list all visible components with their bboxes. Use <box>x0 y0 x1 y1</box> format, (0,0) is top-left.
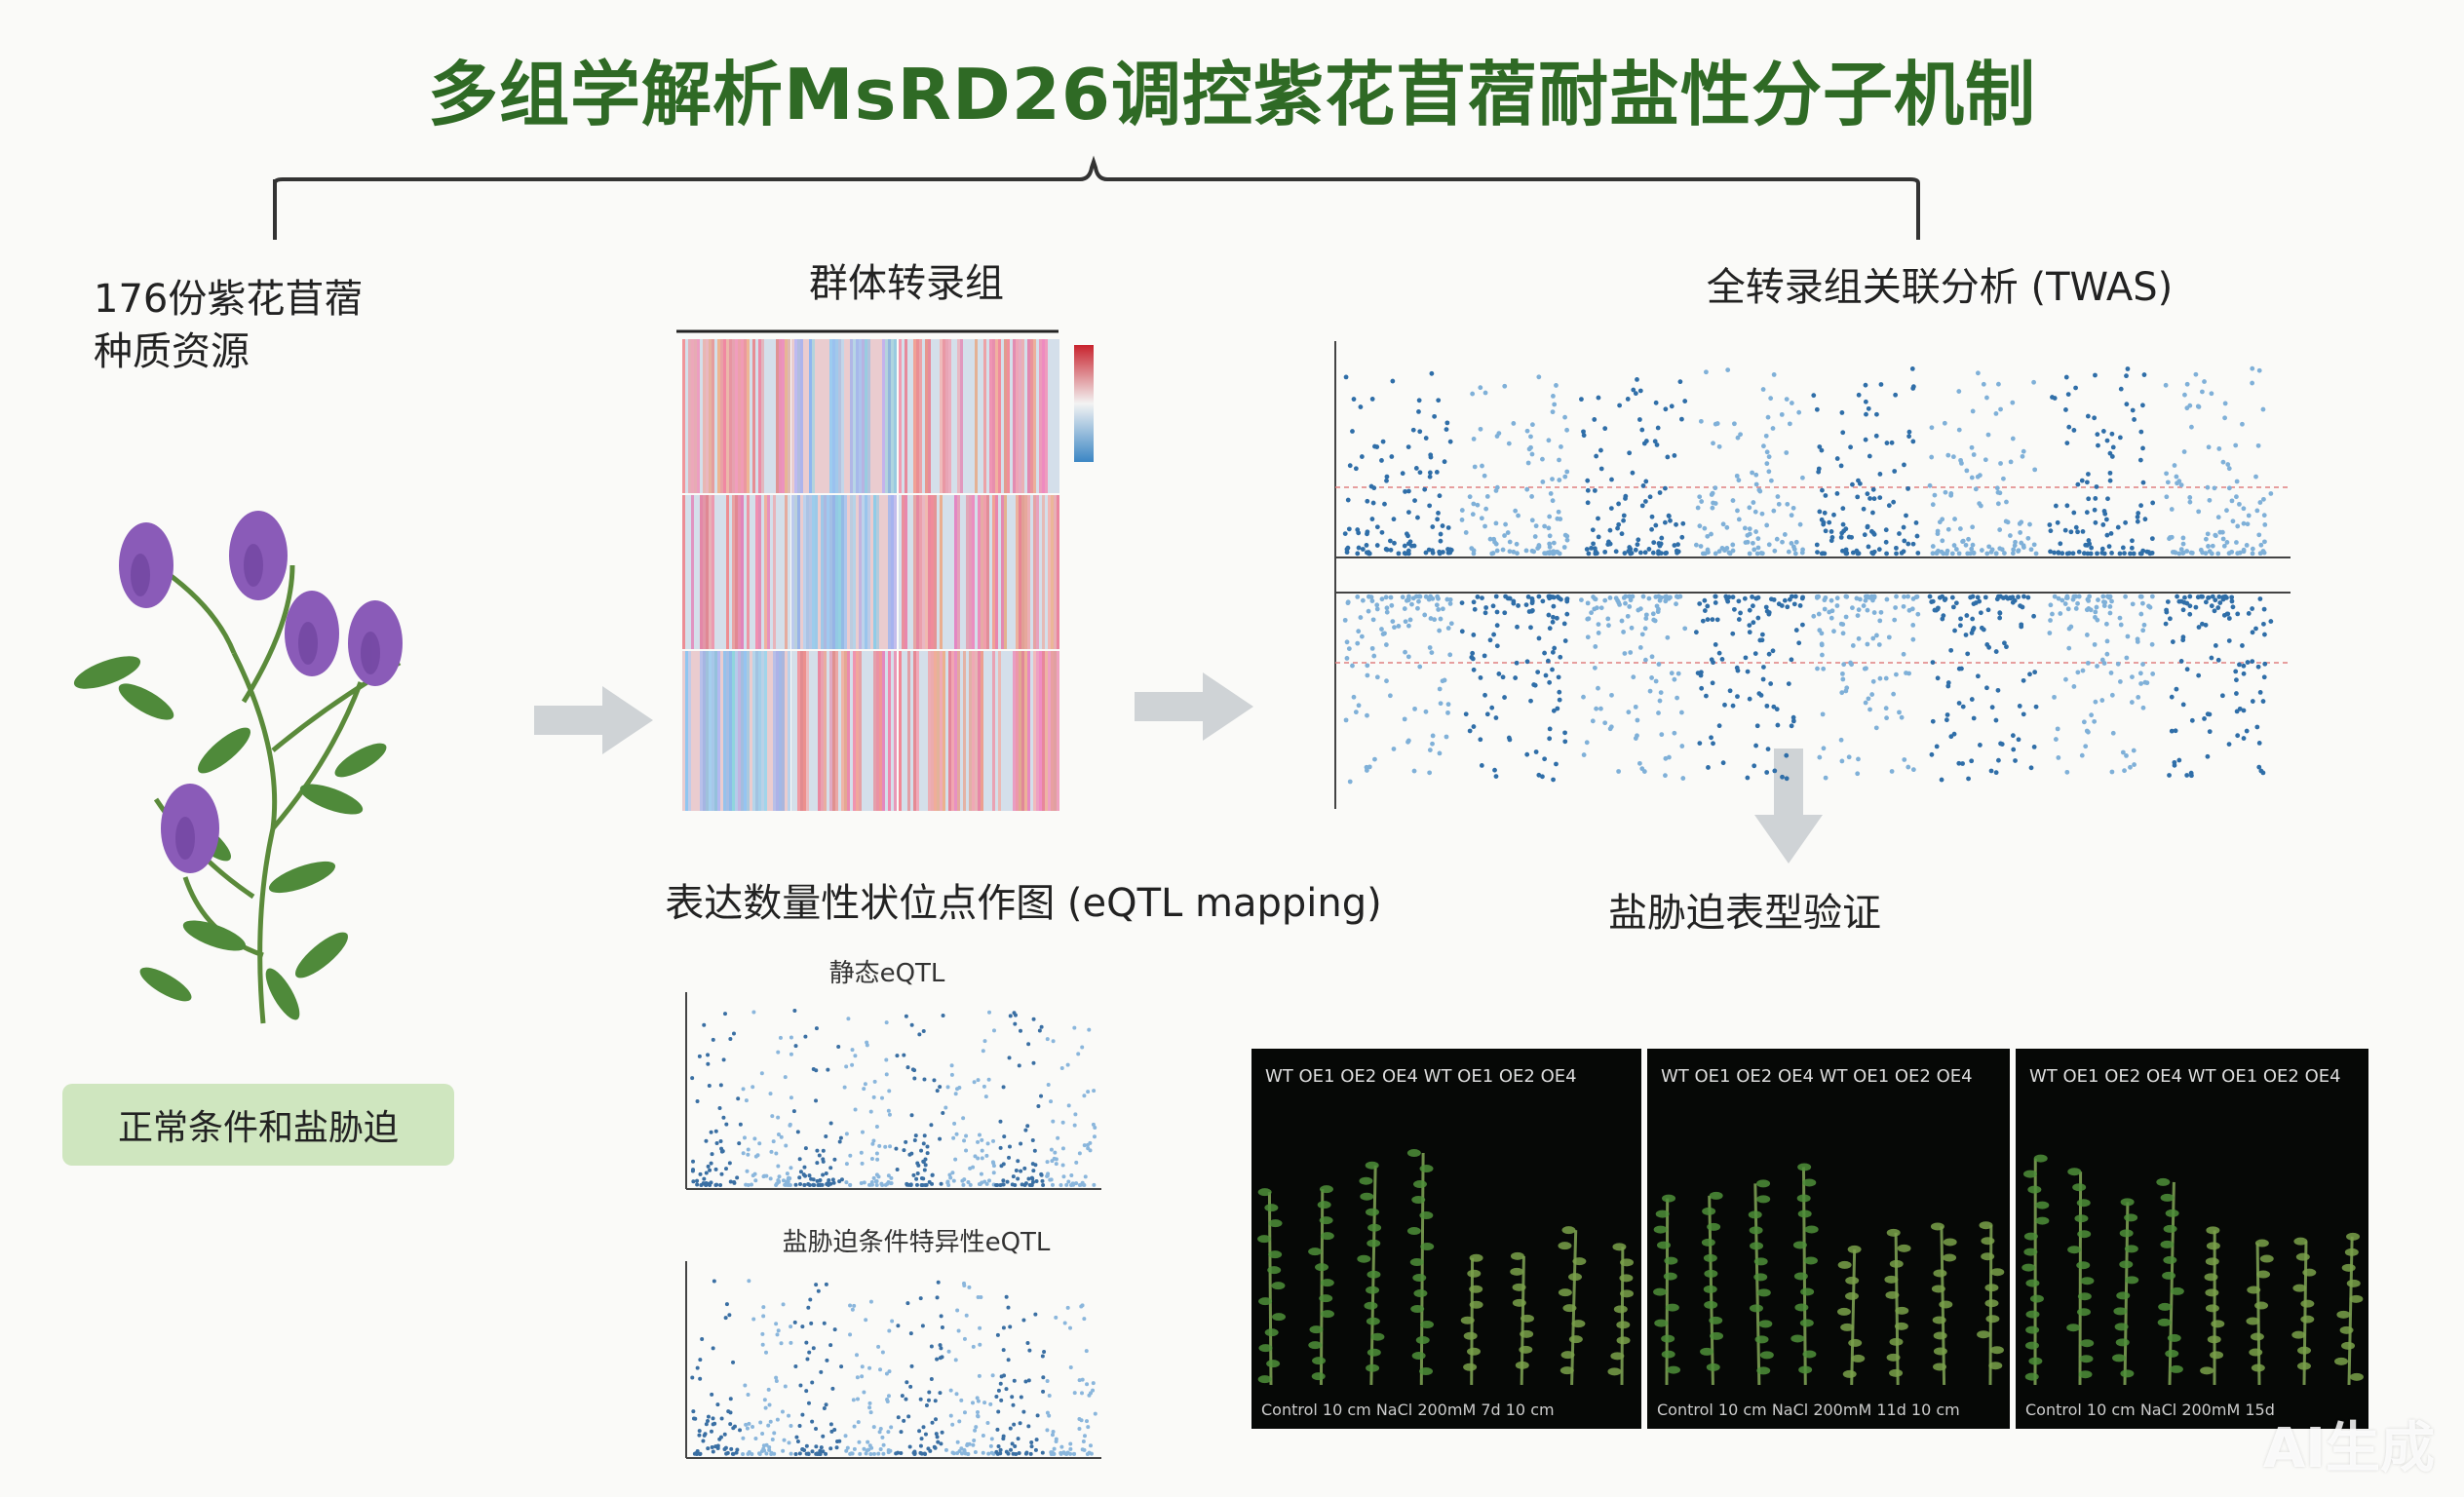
condition-box: 正常条件和盐胁迫 <box>62 1084 454 1166</box>
static-eqtl-title: 静态eQTL <box>828 959 945 988</box>
salt-eqtl-manhattan <box>685 1261 1101 1459</box>
arrow-down-icon <box>1754 748 1823 864</box>
twas-miami-plot <box>1334 341 2291 809</box>
salt-eqtl-title: 盐胁迫条件特异性eQTL <box>782 1228 1051 1257</box>
arrow-right-icon <box>534 686 653 754</box>
population-transcriptome-label: 群体转录组 <box>809 261 1004 306</box>
germplasm-label: 176份紫花苜蓿 种质资源 <box>94 277 364 374</box>
static-eqtl-manhattan <box>685 992 1101 1190</box>
bracket <box>273 155 1920 240</box>
phenotype-photo-15d: WT OE1 OE2 OE4 WT OE1 OE2 OE4 Control 10… <box>2016 1049 2368 1429</box>
twas-label: 全转录组关联分析 (TWAS) <box>1706 265 2174 310</box>
heatmap <box>676 329 1094 811</box>
eqtl-mapping-label: 表达数量性状位点作图 (eQTL mapping) <box>665 881 1382 926</box>
salt-validation-label: 盐胁迫表型验证 <box>1608 891 1881 936</box>
page-title: 多组学解析MsRD26调控紫花苜蓿耐盐性分子机制 <box>428 54 2036 135</box>
arrow-right-icon <box>1135 672 1253 741</box>
phenotype-photo-11d: WT OE1 OE2 OE4 WT OE1 OE2 OE4 Control 10… <box>1647 1049 2010 1429</box>
watermark: AI生成 <box>2262 1417 2435 1480</box>
phenotype-photo-7d: WT OE1 OE2 OE4 WT OE1 OE2 OE4 Control 10… <box>1251 1049 1641 1429</box>
alfalfa-plant-illustration <box>73 511 403 1024</box>
